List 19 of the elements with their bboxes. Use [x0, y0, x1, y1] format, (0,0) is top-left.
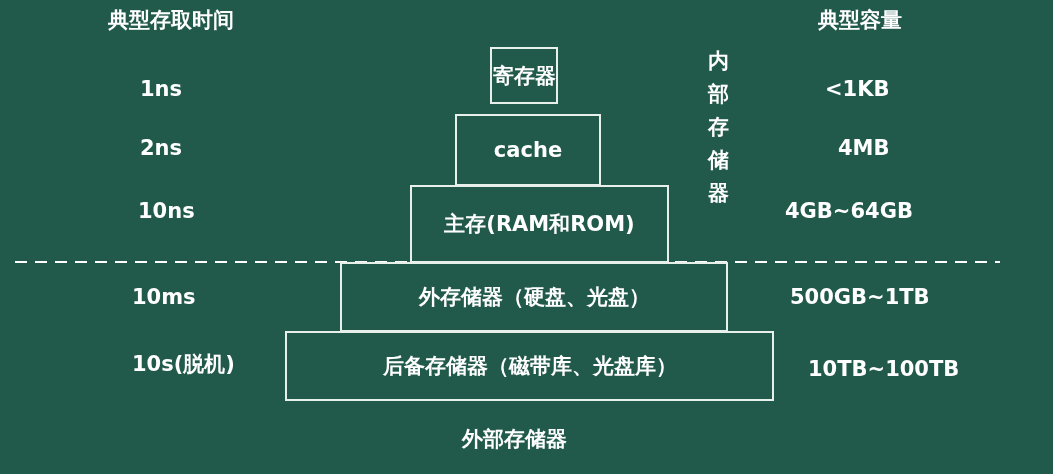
- access-time-label: 10ns: [138, 199, 195, 223]
- cache-level-box: cache: [455, 114, 601, 186]
- capacity-label: <1KB: [825, 77, 890, 101]
- access-time-label: 1ns: [140, 77, 183, 101]
- access-time-label: 10s(脱机): [132, 351, 235, 378]
- access-time-label: 2ns: [140, 136, 183, 160]
- column-heading: 典型存取时间: [108, 7, 234, 34]
- column-heading: 典型容量: [818, 7, 902, 34]
- group-label: 外部存储器: [462, 426, 567, 453]
- external-storage-box: 外存储器（硬盘、光盘）: [340, 262, 728, 332]
- capacity-label: 4MB: [838, 136, 890, 160]
- group-label: 内部存储器: [708, 48, 730, 207]
- main-memory-box: 主存(RAM和ROM): [410, 185, 669, 263]
- capacity-label: 500GB~1TB: [790, 285, 930, 309]
- backup-storage-box: 后备存储器（磁带库、光盘库）: [285, 331, 774, 401]
- access-time-label: 10ms: [132, 285, 196, 309]
- register-level-box: 寄存器: [490, 47, 558, 104]
- capacity-label: 4GB~64GB: [785, 199, 913, 223]
- capacity-label: 10TB~100TB: [808, 357, 960, 381]
